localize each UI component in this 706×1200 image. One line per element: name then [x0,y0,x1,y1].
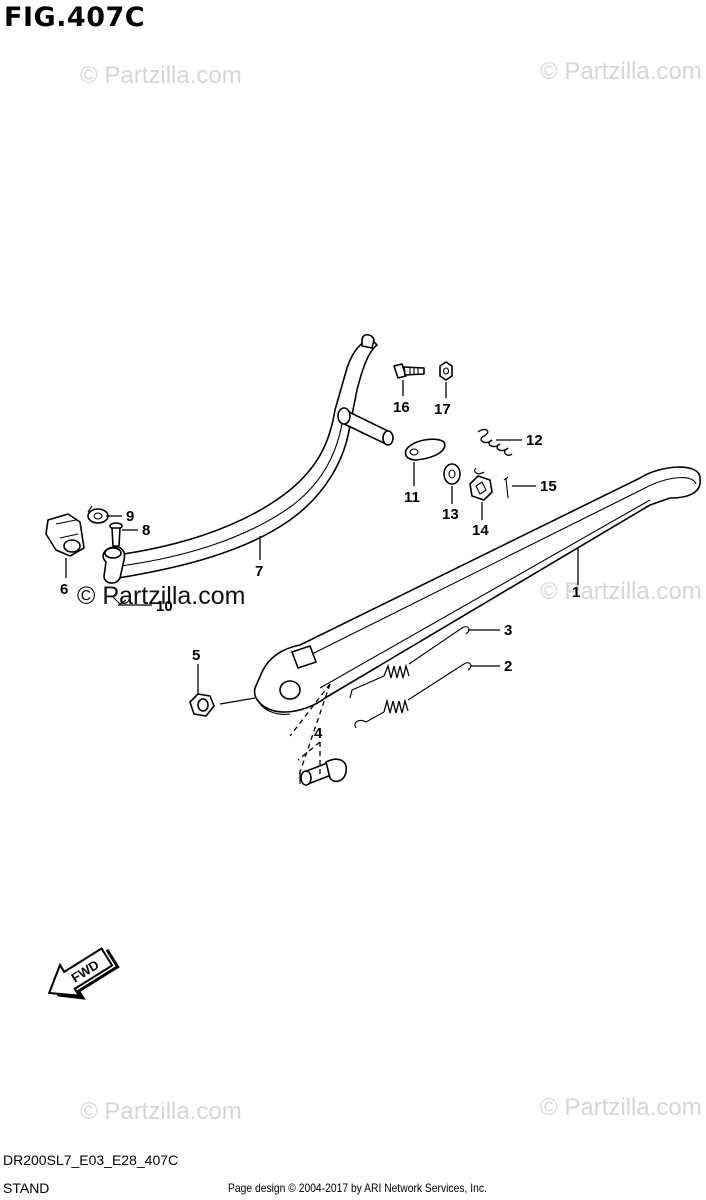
callout-5[interactable]: 5 [192,647,200,664]
part-10-clip[interactable] [111,595,127,605]
leader-lines [65,380,579,779]
figure-title: FIG.407C [4,2,146,33]
callout-labels: 1 2 3 4 5 6 7 8 9 10 11 12 13 14 15 16 1… [60,399,580,742]
part-2-spring[interactable] [354,662,472,729]
watermark: © Partzilla.com [80,1098,242,1125]
callout-14[interactable]: 14 [472,522,489,539]
part-9-washer[interactable] [87,505,109,524]
callout-13[interactable]: 13 [442,506,459,523]
watermark: © Partzilla.com [540,578,702,605]
callout-17[interactable]: 17 [434,401,451,418]
callout-7[interactable]: 7 [255,563,263,580]
callout-15[interactable]: 15 [540,478,557,495]
fwd-arrow: FWD [47,947,120,1000]
part-7-bracket[interactable] [102,333,394,584]
part-13-washer[interactable] [443,463,461,485]
part-1-side-stand[interactable] [253,466,701,715]
watermark-prominent: © Partzilla.com [77,582,246,610]
watermark: © Partzilla.com [540,58,702,85]
part-15-pin[interactable] [503,476,509,499]
part-4-pivot-bolt[interactable] [299,758,348,786]
callout-16[interactable]: 16 [393,399,410,416]
callout-11[interactable]: 11 [404,489,420,506]
callout-9[interactable]: 9 [126,508,134,525]
callout-2[interactable]: 2 [504,658,512,675]
callout-4[interactable]: 4 [314,725,323,742]
part-11-plate[interactable] [404,438,446,461]
part-5-nut[interactable] [189,693,215,717]
callout-1[interactable]: 1 [572,584,580,601]
callout-8[interactable]: 8 [142,522,150,539]
part-17-nut[interactable] [439,361,453,381]
section-name: STAND [3,1180,50,1196]
part-14-nut[interactable] [469,475,493,501]
callout-12[interactable]: 12 [526,432,543,449]
part-3-spring[interactable] [349,626,470,699]
diagram-code: DR200SL7_E03_E28_407C [3,1152,179,1168]
callout-10[interactable]: 10 [156,598,173,615]
callout-3[interactable]: 3 [504,622,512,639]
part-12-spring[interactable] [474,428,513,475]
watermark: © Partzilla.com [540,1094,702,1121]
part-8-screw[interactable] [109,522,123,547]
part-16-bolt[interactable] [393,363,425,379]
part-6-switch[interactable] [45,513,85,557]
copyright-footer: Page design © 2004-2017 by ARI Network S… [228,1181,487,1195]
watermark: © Partzilla.com [80,62,242,89]
callout-6[interactable]: 6 [60,581,68,598]
